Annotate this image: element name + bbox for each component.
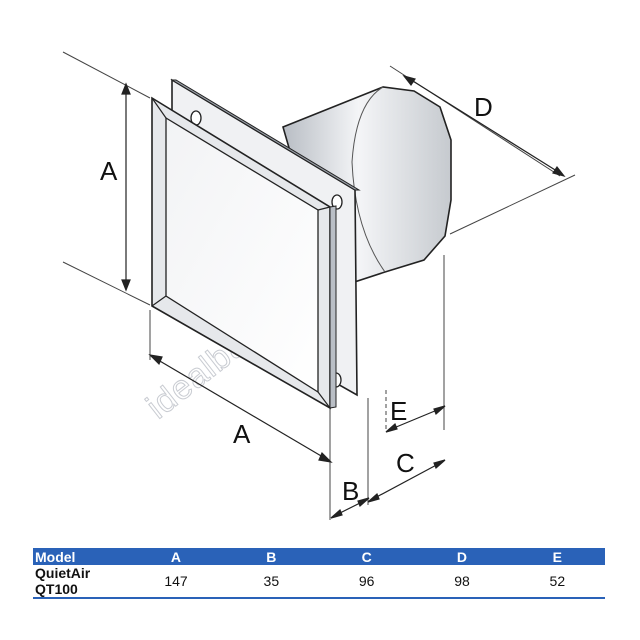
dim-label-b: B <box>342 476 359 506</box>
cell-a: 147 <box>128 565 224 599</box>
header-b: B <box>223 548 319 565</box>
cell-model: QuietAir QT100 <box>33 565 129 599</box>
cell-e: 52 <box>509 565 605 599</box>
table-row: QuietAir QT100 147 35 96 98 52 <box>33 565 605 599</box>
header-e: E <box>509 548 605 565</box>
dimension-lines <box>121 74 566 519</box>
dim-label-a-height: A <box>100 156 118 186</box>
header-model: Model <box>33 548 129 565</box>
header-d: D <box>414 548 510 565</box>
dim-label-a-width: A <box>233 419 251 449</box>
header-c: C <box>318 548 415 565</box>
dim-label-e: E <box>390 396 407 426</box>
dim-label-c: C <box>396 448 415 478</box>
dim-label-d: D <box>474 92 493 122</box>
dimension-spec-table: Model A B C D E QuietAir QT100 147 35 96… <box>33 548 605 599</box>
cell-c: 96 <box>318 565 415 599</box>
cell-d: 98 <box>414 565 510 599</box>
cell-b: 35 <box>223 565 319 599</box>
extension-lines <box>62 51 576 520</box>
header-a: A <box>128 548 224 565</box>
fan-front-fascia <box>151 96 337 410</box>
spec-table-header-row: Model A B C D E <box>33 548 605 565</box>
